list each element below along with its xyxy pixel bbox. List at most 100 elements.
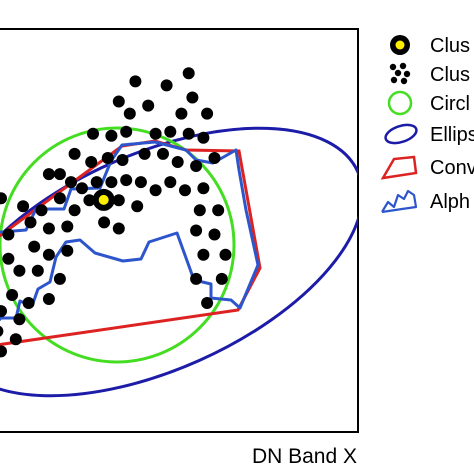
cluster-point	[215, 272, 228, 285]
cluster-point	[208, 152, 221, 164]
cluster-point	[149, 127, 162, 140]
cluster-point	[9, 333, 22, 346]
cluster-point	[171, 156, 184, 168]
legend-alpha-icon	[381, 189, 418, 214]
cluster-point	[90, 176, 103, 189]
cluster-point	[76, 182, 88, 195]
cluster-point	[201, 297, 214, 309]
legend-points-icon	[390, 76, 398, 84]
cluster-point	[53, 272, 66, 285]
cluster-point	[157, 147, 169, 160]
legend-convex-icon	[380, 155, 418, 180]
cluster-point	[190, 160, 203, 172]
plot-frame	[0, 28, 359, 433]
circle-shape	[0, 126, 236, 364]
x-axis-label: DN Band X	[252, 445, 357, 468]
cluster-point	[138, 147, 151, 160]
legend-label: Alph	[430, 191, 470, 213]
legend-item-cluster-points: Clus	[389, 62, 470, 86]
legend-points-icon	[399, 62, 407, 70]
cluster-point	[68, 147, 81, 160]
cluster-point	[116, 154, 129, 166]
cluster-point	[61, 220, 74, 233]
cluster-point	[6, 289, 19, 301]
cluster-point	[13, 264, 26, 277]
cluster-point	[105, 176, 118, 189]
legend-points-icon	[394, 69, 402, 77]
legend-label: Clus	[430, 35, 470, 57]
cluster-point	[164, 125, 177, 138]
legend-label: Clus	[430, 64, 470, 86]
cluster-point	[22, 297, 35, 309]
cluster-point	[182, 67, 195, 80]
cluster-point	[149, 184, 162, 197]
cluster-point	[42, 222, 55, 235]
cluster-point	[24, 216, 37, 229]
cluster-point	[193, 204, 206, 217]
cluster-point	[0, 325, 4, 337]
cluster-point	[123, 107, 136, 120]
cluster-point	[112, 95, 125, 108]
cluster-point	[112, 222, 125, 235]
cluster-point	[31, 264, 44, 277]
cluster-point	[53, 168, 66, 181]
cluster-point	[208, 228, 221, 241]
cluster-point	[112, 194, 125, 207]
cluster-point	[129, 75, 142, 88]
legend-item-circle: Circl	[387, 90, 470, 116]
cluster-point	[186, 91, 199, 104]
cluster-point	[65, 176, 77, 189]
cluster-point	[42, 293, 55, 305]
cluster-center-dot	[98, 194, 109, 205]
cluster-point	[131, 200, 144, 213]
legend-circle-icon	[387, 90, 413, 116]
cluster-point	[175, 107, 188, 120]
cluster-point	[120, 125, 133, 138]
cluster-point	[85, 156, 98, 168]
cluster-point	[28, 240, 41, 253]
legend-item-ellipse: Ellips	[384, 123, 474, 146]
legend-ellipse-icon	[384, 123, 418, 145]
legend-points-icon	[403, 70, 411, 78]
cluster-point	[42, 248, 55, 261]
legend-item-alpha-shape: Alph	[381, 189, 470, 214]
cluster-point	[35, 204, 48, 217]
cluster-point	[212, 204, 225, 217]
cluster-point	[87, 127, 99, 140]
alpha-shape	[0, 140, 260, 322]
cluster-point	[120, 174, 133, 187]
cluster-point	[197, 248, 210, 261]
cluster-point	[182, 127, 195, 140]
cluster-point	[17, 200, 30, 213]
legend-label: Circl	[430, 93, 470, 115]
cluster-point	[68, 204, 81, 217]
legend-item-convex-hull: Conv	[380, 155, 474, 180]
cluster-point	[2, 252, 15, 265]
legend-label: Ellips	[430, 124, 474, 146]
cluster-point	[197, 182, 210, 195]
cluster-point	[98, 216, 111, 229]
cluster-point	[0, 305, 7, 318]
cluster-point	[101, 152, 114, 164]
cluster-point	[160, 79, 173, 92]
cluster-point	[53, 192, 66, 205]
cluster-point	[2, 228, 15, 241]
cluster-point	[197, 131, 210, 144]
legend-center-dot	[395, 40, 405, 50]
cluster-point	[13, 313, 26, 326]
cluster-point	[190, 224, 203, 237]
cluster-point	[134, 176, 147, 189]
cluster-point	[0, 345, 7, 358]
legend-points-icon	[389, 63, 397, 71]
cluster-point	[201, 107, 214, 120]
cluster-point	[61, 244, 74, 257]
cluster-point	[219, 248, 232, 261]
cluster-point	[105, 129, 118, 142]
cluster-point	[164, 176, 177, 189]
cluster-point	[142, 99, 155, 112]
cluster-point	[0, 192, 7, 205]
cluster-point	[83, 194, 96, 207]
cluster-point	[42, 168, 55, 181]
